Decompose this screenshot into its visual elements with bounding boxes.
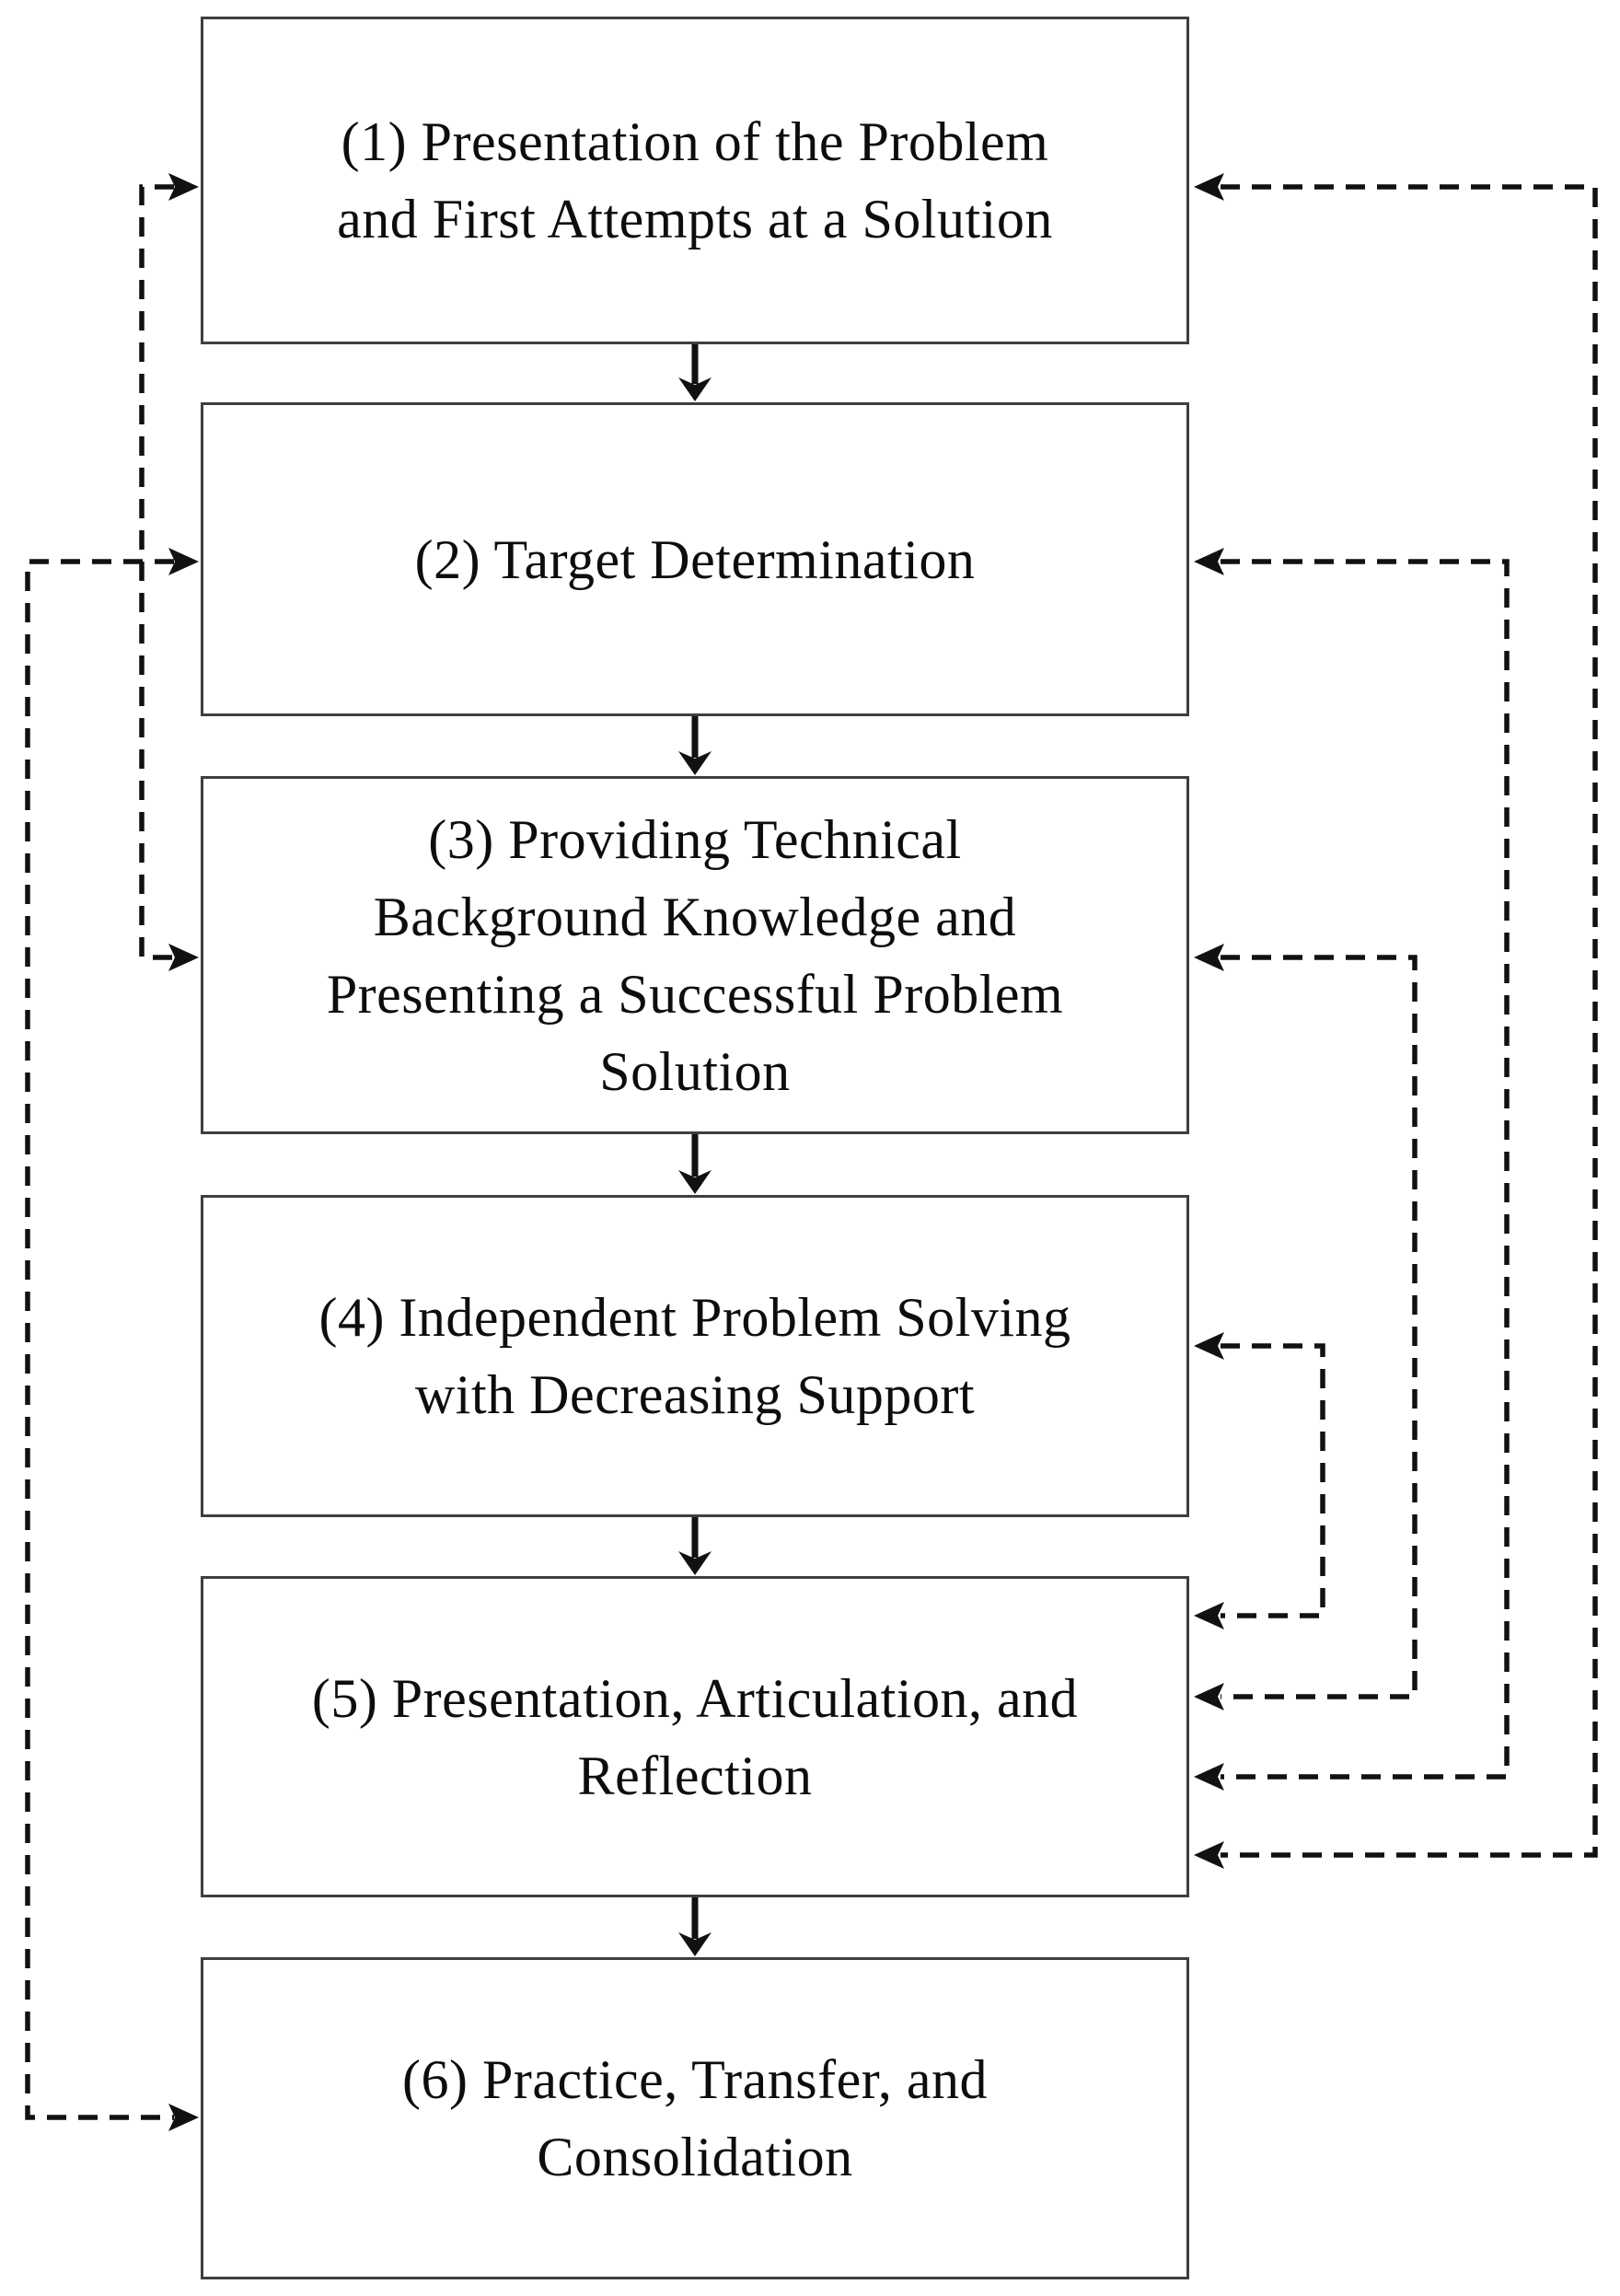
down-arrowhead-icon: [678, 377, 712, 401]
right-arrowhead-icon: [168, 548, 199, 575]
left-arrowhead-icon: [1194, 548, 1224, 575]
feedback-loop-5-2: [1194, 548, 1510, 1791]
down-arrowhead-icon: [678, 1170, 712, 1194]
left-arrowhead-icon: [1194, 1841, 1224, 1869]
stage-label-line: (2) Target Determination: [414, 528, 976, 590]
stage-label-line: (5) Presentation, Articulation, and: [311, 1667, 1079, 1729]
down-arrowhead-icon: [678, 751, 712, 775]
left-arrowhead-icon: [1194, 944, 1224, 971]
stage-label-line: Solution: [599, 1040, 791, 1102]
stage-label-line: (3) Providing Technical: [428, 808, 962, 870]
left-arrowhead-icon: [1194, 173, 1224, 201]
left-arrowhead-icon: [1194, 1332, 1224, 1360]
feedback-loop-5-3: [1194, 944, 1418, 1710]
feedback-loop-1-3: [139, 173, 199, 971]
stage-box-5: (5) Presentation, Articulation, and Refl…: [201, 1576, 1189, 1897]
stage-box-4: (4) Independent Problem Solving with Dec…: [201, 1195, 1189, 1517]
right-arrowhead-icon: [168, 944, 199, 971]
right-arrowhead-icon: [168, 2104, 199, 2131]
left-arrowhead-icon: [1194, 1602, 1224, 1629]
stage-box-3: (3) Providing Technical Background Knowl…: [201, 776, 1189, 1134]
stage-label-line: (4) Independent Problem Solving: [318, 1287, 1071, 1348]
stage-label-line: Presenting a Successful Problem: [326, 963, 1064, 1025]
flow-arrow-4-5: [678, 1517, 712, 1575]
flow-arrow-5-6: [678, 1897, 712, 1956]
stage-label-line: (1) Presentation of the Problem: [341, 111, 1049, 172]
stage-label-line: Reflection: [577, 1745, 813, 1806]
down-arrowhead-icon: [678, 1932, 712, 1956]
feedback-loop-2-6: [25, 548, 199, 2131]
stage-label-line: Background Knowledge and: [373, 886, 1017, 947]
feedback-loop-5-4: [1194, 1332, 1325, 1629]
flow-arrow-2-3: [678, 716, 712, 775]
stage-label-line: and First Attempts at a Solution: [337, 189, 1053, 249]
stage-label-line: (6) Practice, Transfer, and: [402, 2049, 988, 2110]
stage-label-line: Consolidation: [537, 2127, 853, 2187]
stage-label-line: with Decreasing Support: [414, 1364, 976, 1425]
feedback-loop-5-1: [1194, 173, 1598, 1869]
flow-arrow-3-4: [678, 1134, 712, 1194]
stage-box-1: (1) Presentation of the Problem and Firs…: [201, 17, 1189, 344]
right-arrowhead-icon: [168, 173, 199, 201]
stage-box-6: (6) Practice, Transfer, and Consolidatio…: [201, 1957, 1189, 2279]
left-arrowhead-icon: [1194, 1683, 1224, 1710]
stage-box-2: (2) Target Determination: [201, 402, 1189, 716]
left-arrowhead-icon: [1194, 1763, 1224, 1791]
down-arrowhead-icon: [678, 1551, 712, 1575]
flow-arrow-1-2: [678, 344, 712, 401]
